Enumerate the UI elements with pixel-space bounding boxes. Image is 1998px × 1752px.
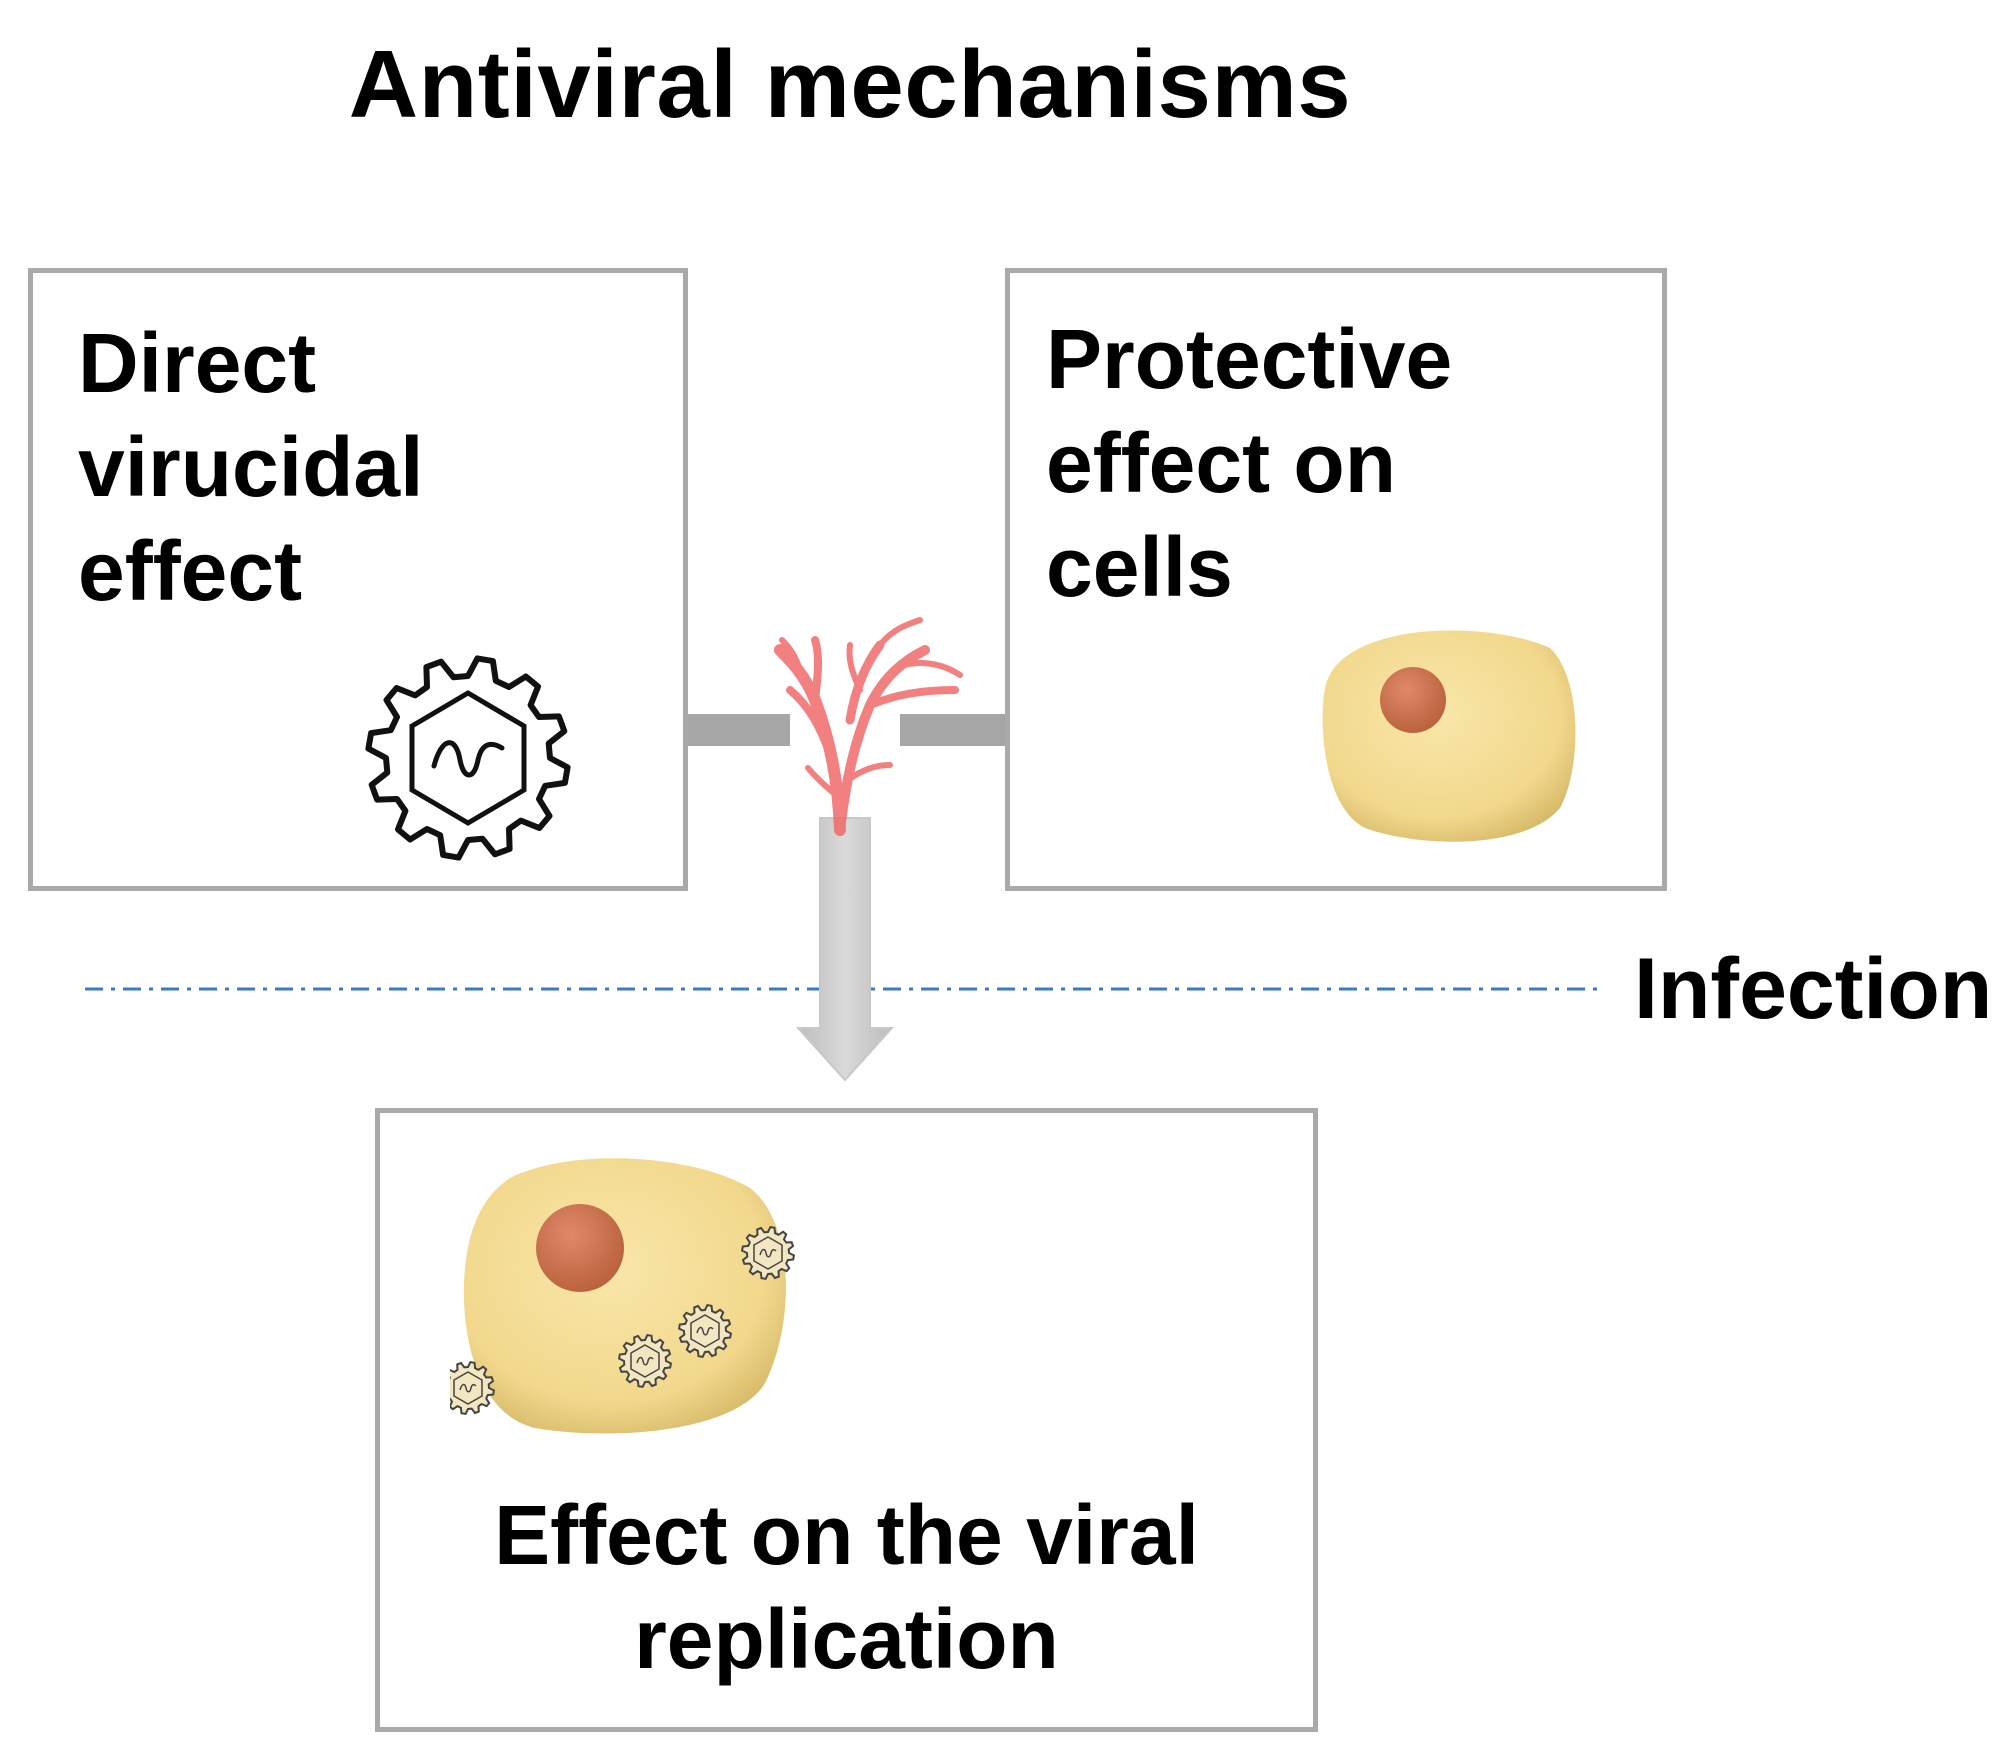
protective-effect-label: Protective effect on cells: [1046, 307, 1452, 619]
infection-label: Infection: [1634, 941, 1993, 1037]
seaweed-icon: [774, 617, 963, 836]
cell-icon: [1322, 630, 1576, 842]
infected-cell-icon: [450, 1158, 796, 1434]
virus-icon: [450, 1360, 496, 1416]
nucleus-icon: [1380, 667, 1446, 733]
viral-replication-label: Effect on the viral replication: [380, 1483, 1313, 1691]
virucidal-label-line-1: Direct: [78, 316, 317, 410]
viral-replication-box: Effect on the viral replication: [375, 1108, 1318, 1732]
protective-label-line-2: effect on: [1046, 416, 1397, 510]
replication-label-line-1: Effect on the viral: [494, 1488, 1199, 1582]
virucidal-label-line-2: virucidal: [78, 420, 424, 514]
protective-effect-box: Protective effect on cells: [1005, 268, 1667, 891]
replication-label-line-2: replication: [634, 1592, 1059, 1686]
virus-icon: [677, 1303, 733, 1359]
diagram-title: Antiviral mechanisms: [348, 31, 1352, 138]
virucidal-effect-label: Direct virucidal effect: [78, 311, 423, 623]
nucleus-icon: [536, 1204, 624, 1292]
virus-icon: [617, 1333, 673, 1389]
protective-label-line-3: cells: [1046, 520, 1233, 614]
arrow-down-icon: [795, 817, 895, 1082]
virus-icon: [740, 1225, 796, 1281]
virucidal-label-line-3: effect: [78, 524, 303, 618]
virucidal-effect-box: Direct virucidal effect: [28, 268, 688, 891]
protective-label-line-1: Protective: [1046, 312, 1453, 406]
virus-icon: [365, 655, 571, 861]
